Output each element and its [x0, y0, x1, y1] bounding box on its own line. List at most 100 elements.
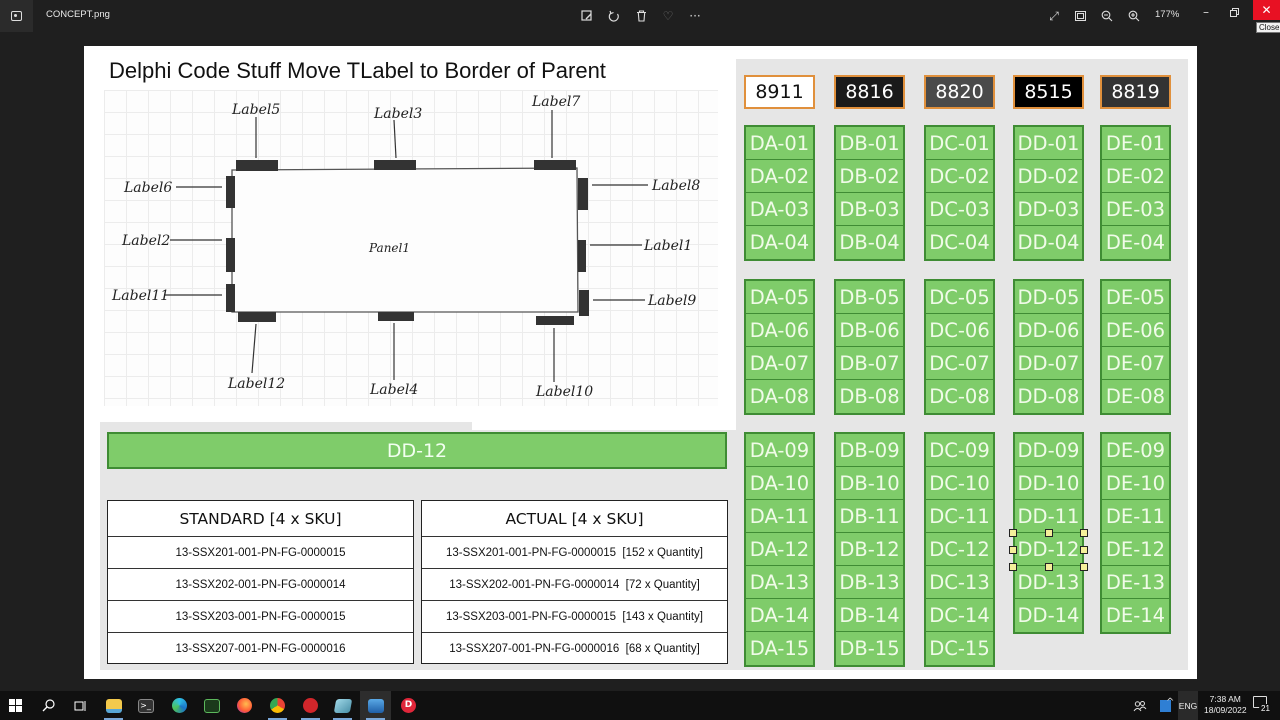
- bin-dd-08[interactable]: DD-08: [1017, 385, 1080, 408]
- fullscreen-expand-icon[interactable]: ⤢: [1049, 8, 1059, 23]
- rotate-icon[interactable]: [607, 6, 621, 26]
- terminal-icon[interactable]: >_: [130, 691, 161, 720]
- bin-db-12[interactable]: DB-12: [836, 533, 903, 566]
- bin-de-05[interactable]: DE-05: [1102, 281, 1169, 314]
- bin-da-08[interactable]: DA-08: [749, 385, 810, 408]
- bin-dd-10[interactable]: DD-10: [1015, 467, 1082, 500]
- search-icon[interactable]: [33, 691, 64, 720]
- bin-dc-06[interactable]: DC-06: [926, 314, 993, 347]
- bin-dc-11[interactable]: DC-11: [926, 500, 993, 533]
- bin-de-03[interactable]: DE-03: [1102, 193, 1169, 226]
- bin-db-07[interactable]: DB-07: [836, 347, 903, 380]
- selection-handle[interactable]: [1009, 546, 1017, 554]
- bin-dd-13[interactable]: DD-13: [1015, 566, 1082, 599]
- department-code-8820[interactable]: 8820: [924, 75, 995, 109]
- selection-handle[interactable]: [1009, 563, 1017, 571]
- bin-dc-08[interactable]: DC-08: [929, 385, 990, 408]
- bin-de-04[interactable]: DE-04: [1105, 231, 1166, 254]
- bin-de-13[interactable]: DE-13: [1102, 566, 1169, 599]
- fit-to-window-icon[interactable]: [1073, 6, 1087, 26]
- bin-da-05[interactable]: DA-05: [746, 281, 813, 314]
- bin-de-08[interactable]: DE-08: [1105, 385, 1166, 408]
- bin-da-15[interactable]: DA-15: [749, 637, 810, 660]
- bin-db-15[interactable]: DB-15: [839, 637, 900, 660]
- bin-da-07[interactable]: DA-07: [746, 347, 813, 380]
- selection-handle[interactable]: [1080, 563, 1088, 571]
- firefox-icon[interactable]: [229, 691, 260, 720]
- bin-dc-14[interactable]: DC-14: [926, 599, 993, 632]
- edit-image-icon[interactable]: [580, 6, 594, 26]
- bin-da-10[interactable]: DA-10: [746, 467, 813, 500]
- bin-db-06[interactable]: DB-06: [836, 314, 903, 347]
- bin-dd-06[interactable]: DD-06: [1015, 314, 1082, 347]
- bin-da-03[interactable]: DA-03: [746, 193, 813, 226]
- bin-de-14[interactable]: DE-14: [1105, 604, 1166, 627]
- bin-dd-02[interactable]: DD-02: [1015, 160, 1082, 193]
- bin-db-04[interactable]: DB-04: [839, 231, 900, 254]
- bin-dd-01[interactable]: DD-01: [1015, 127, 1082, 160]
- bin-db-10[interactable]: DB-10: [836, 467, 903, 500]
- zoom-out-icon[interactable]: [1100, 6, 1114, 26]
- delete-icon[interactable]: [634, 6, 648, 26]
- bin-da-02[interactable]: DA-02: [746, 160, 813, 193]
- bin-de-01[interactable]: DE-01: [1102, 127, 1169, 160]
- bin-dc-02[interactable]: DC-02: [926, 160, 993, 193]
- bin-da-06[interactable]: DA-06: [746, 314, 813, 347]
- start-icon[interactable]: [0, 691, 31, 720]
- bin-da-09[interactable]: DA-09: [746, 434, 813, 467]
- selection-handle[interactable]: [1045, 529, 1053, 537]
- bin-db-03[interactable]: DB-03: [836, 193, 903, 226]
- bin-dd-14[interactable]: DD-14: [1017, 604, 1080, 627]
- app-ce-icon[interactable]: [196, 691, 227, 720]
- bin-dc-04[interactable]: DC-04: [929, 231, 990, 254]
- minimize-icon[interactable]: –: [1203, 5, 1209, 19]
- selection-handle[interactable]: [1009, 529, 1017, 537]
- bin-dd-04[interactable]: DD-04: [1017, 231, 1080, 254]
- photos-app-icon[interactable]: [0, 0, 33, 32]
- show-hidden-icons-chevron-icon[interactable]: ^: [1166, 697, 1175, 708]
- bin-db-11[interactable]: DB-11: [836, 500, 903, 533]
- people-icon[interactable]: [1133, 691, 1147, 720]
- department-code-8816[interactable]: 8816: [834, 75, 905, 109]
- bin-dd-09[interactable]: DD-09: [1015, 434, 1082, 467]
- bin-db-14[interactable]: DB-14: [836, 599, 903, 632]
- edge-icon[interactable]: [164, 691, 195, 720]
- bin-de-09[interactable]: DE-09: [1102, 434, 1169, 467]
- favorite-heart-icon[interactable]: ♡: [662, 9, 674, 23]
- bin-da-13[interactable]: DA-13: [746, 566, 813, 599]
- bin-de-06[interactable]: DE-06: [1102, 314, 1169, 347]
- bin-dc-07[interactable]: DC-07: [926, 347, 993, 380]
- bin-dc-05[interactable]: DC-05: [926, 281, 993, 314]
- bin-dc-09[interactable]: DC-09: [926, 434, 993, 467]
- close-button[interactable]: ✕: [1253, 0, 1280, 20]
- file-explorer-icon[interactable]: [98, 691, 129, 720]
- bin-db-09[interactable]: DB-09: [836, 434, 903, 467]
- bin-db-01[interactable]: DB-01: [836, 127, 903, 160]
- bin-da-11[interactable]: DA-11: [746, 500, 813, 533]
- bin-da-04[interactable]: DA-04: [749, 231, 810, 254]
- bin-da-01[interactable]: DA-01: [746, 127, 813, 160]
- bin-de-02[interactable]: DE-02: [1102, 160, 1169, 193]
- bin-dc-03[interactable]: DC-03: [926, 193, 993, 226]
- zoom-in-icon[interactable]: [1127, 6, 1141, 26]
- delphi-icon[interactable]: [295, 691, 326, 720]
- bin-dd-03[interactable]: DD-03: [1015, 193, 1082, 226]
- bin-dd-07[interactable]: DD-07: [1015, 347, 1082, 380]
- bin-de-10[interactable]: DE-10: [1102, 467, 1169, 500]
- bin-dd-12[interactable]: DD-12: [1015, 533, 1082, 566]
- bin-da-14[interactable]: DA-14: [746, 599, 813, 632]
- selection-handle[interactable]: [1045, 563, 1053, 571]
- restore-icon[interactable]: [1227, 2, 1241, 22]
- bin-dc-15[interactable]: DC-15: [929, 637, 990, 660]
- bin-da-12[interactable]: DA-12: [746, 533, 813, 566]
- language-indicator[interactable]: ENG: [1178, 691, 1198, 720]
- d-app-icon[interactable]: D: [393, 691, 424, 720]
- department-code-8515[interactable]: 8515: [1013, 75, 1084, 109]
- department-code-8911[interactable]: 8911: [744, 75, 815, 109]
- task-view-icon[interactable]: [65, 691, 96, 720]
- bin-de-12[interactable]: DE-12: [1102, 533, 1169, 566]
- more-ellipsis-icon[interactable]: ···: [689, 9, 701, 23]
- bin-dc-12[interactable]: DC-12: [926, 533, 993, 566]
- system-clock[interactable]: 7:38 AM 18/09/2022: [1204, 694, 1247, 716]
- bin-de-07[interactable]: DE-07: [1102, 347, 1169, 380]
